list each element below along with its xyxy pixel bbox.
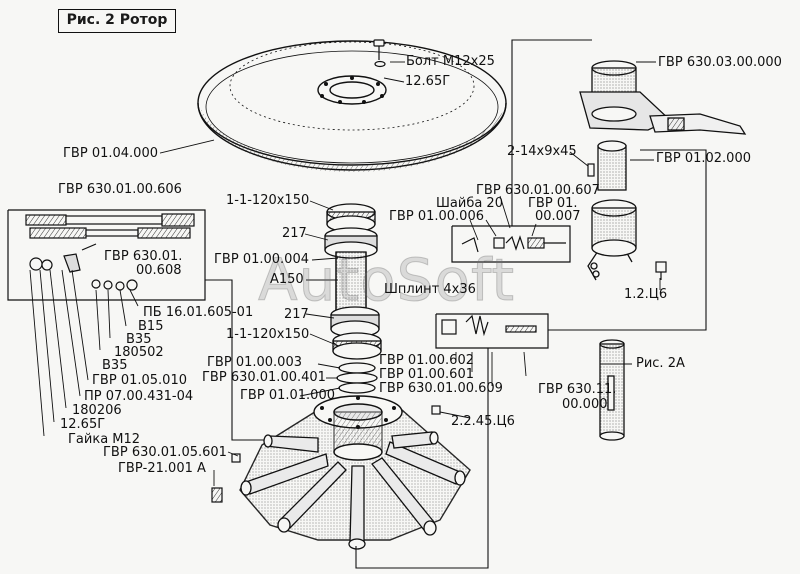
- rotor-spokes: [240, 431, 466, 550]
- label-b35-b: В35: [102, 358, 128, 373]
- label-gvr-01-004: ГВР 01.00.004: [214, 252, 309, 267]
- housing-630-03: [579, 60, 747, 135]
- label-gvr-630-01-05-601: ГВР 630.01.05.601: [103, 445, 227, 460]
- label-gvr-630-11-a: ГВР 630.11.: [538, 382, 617, 397]
- rotor-disc: [197, 40, 507, 171]
- label-217-top: 217: [282, 226, 307, 241]
- label-gvr-630-01-609: ГВР 630.01.00.609: [379, 381, 503, 396]
- label-bolt: Болт М12х25: [406, 54, 495, 69]
- label-gvr-01-602: ГВР 01.00.602: [379, 353, 474, 368]
- label-gvr-01-007-b: 00.007: [535, 209, 581, 224]
- label-180502: 180502: [114, 345, 164, 360]
- leader-lines: [29, 61, 661, 486]
- bolt-1-2: [655, 261, 667, 280]
- disc-bolt-holes: [320, 76, 384, 104]
- label-key-2-14: 2-14х9х45: [507, 144, 577, 159]
- label-gvr-630-01-401: ГВР 630.01.00.401: [202, 370, 326, 385]
- bracket-01-02: [587, 140, 637, 281]
- label-shaiba-20: Шайба 20: [436, 196, 503, 211]
- label-gvr-01-007-a: ГВР 01.: [528, 196, 578, 211]
- label-gvr-01-01: ГВР 01.01.000: [240, 388, 335, 403]
- pin-630-11: [599, 339, 625, 441]
- label-bolt-2-2-45: 2.2.45.Ц6: [451, 414, 515, 429]
- label-bearing-bottom: 1-1-120х150: [226, 327, 310, 342]
- label-gvr-01-02: ГВР 01.02.000: [656, 151, 751, 166]
- left-subassembly: [7, 209, 206, 301]
- label-a150: А150: [270, 272, 304, 287]
- label-bearing-top: 1-1-120х150: [226, 193, 310, 208]
- label-gvr-630-01-607: ГВР 630.01.00.607: [476, 183, 600, 198]
- hub-small-parts: [211, 405, 441, 503]
- watermark: AutoSoft: [257, 246, 516, 315]
- routing-lines: [205, 39, 707, 569]
- label-gvr-630-11-b: 00.000: [562, 397, 608, 412]
- label-217-bottom: 217: [284, 307, 309, 322]
- key-2-14: [587, 163, 595, 177]
- label-gvr-01-04: ГВР 01.04.000: [63, 146, 158, 161]
- label-gvr-01-05-010: ГВР 01.05.010: [92, 373, 187, 388]
- disc-bolt: [373, 39, 386, 68]
- label-pb: ПБ 16.01.605-01: [143, 305, 254, 320]
- label-gvr-630-01-606: ГВР 630.01.00.606: [58, 182, 182, 197]
- label-washer-12-65: 12.65Г: [405, 74, 451, 89]
- label-ris-2a: Рис. 2А: [636, 356, 685, 371]
- right-upper-subassembly: [451, 225, 571, 263]
- label-gvr-630-01-608-a: ГВР 630.01.: [104, 249, 183, 264]
- right-lower-subassembly: [435, 313, 549, 349]
- label-gaika: Гайка М12: [68, 432, 141, 447]
- label-shplint: Шплинт 4х36: [384, 282, 476, 297]
- label-pr-07: ПР 07.00.431-04: [84, 389, 194, 404]
- label-gvr-01-601: ГВР 01.00.601: [379, 367, 474, 382]
- label-180206: 180206: [72, 403, 122, 418]
- label-b15: В15: [138, 319, 164, 334]
- label-b35-a: В35: [126, 332, 152, 347]
- label-gvr-01-003: ГВР 01.00.003: [207, 355, 302, 370]
- label-gvr-01-006: ГВР 01.00.006: [389, 209, 484, 224]
- label-gvr-21-001: ГВР-21.001 А: [118, 461, 206, 476]
- label-gvr-630-03: ГВР 630.03.00.000: [658, 55, 782, 70]
- label-bolt-1-2: 1.2.Ц6: [624, 287, 668, 302]
- figure-title: Рис. 2 Ротор: [58, 9, 176, 33]
- central-shaft-stack: [324, 203, 382, 394]
- label-gvr-630-01-608-b: 00.608: [136, 263, 182, 278]
- label-washer-12-65-b: 12.65Г: [60, 417, 106, 432]
